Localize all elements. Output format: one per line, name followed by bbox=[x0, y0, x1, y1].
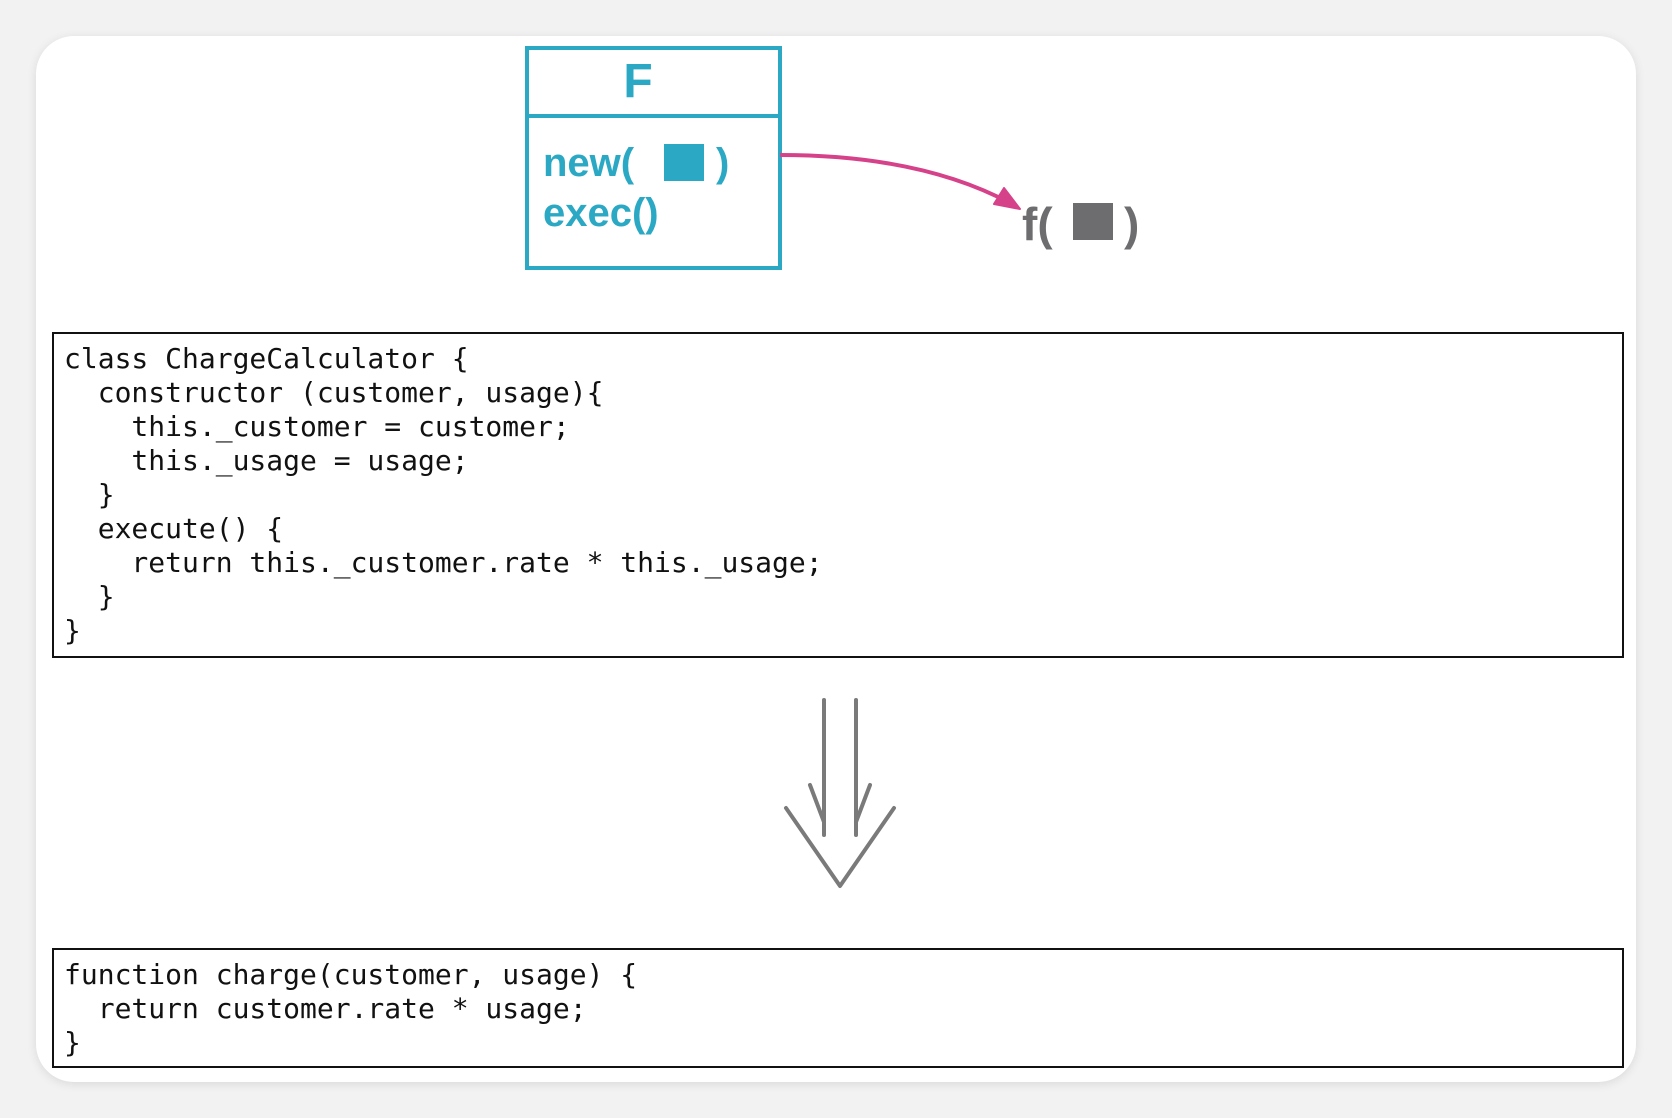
code-after-listing: function charge(customer, usage) { retur… bbox=[54, 950, 1622, 1068]
transform-arrow bbox=[779, 153, 1021, 210]
class-title: F bbox=[623, 55, 652, 108]
code-line: execute() { bbox=[64, 512, 284, 545]
method-new-open: new( bbox=[543, 141, 635, 185]
code-line: return this._customer.rate * this._usage… bbox=[64, 546, 823, 579]
double-down-arrow-icon bbox=[784, 698, 896, 888]
code-line: constructor (customer, usage){ bbox=[64, 376, 604, 409]
parameter-block-icon bbox=[1073, 203, 1113, 240]
parameter-block-icon bbox=[664, 144, 704, 181]
function-open: f( bbox=[1022, 198, 1053, 250]
class-box: F new( ) exec() bbox=[525, 46, 782, 270]
method-new-close: ) bbox=[716, 141, 729, 185]
function-close: ) bbox=[1124, 198, 1139, 250]
code-line: } bbox=[64, 614, 81, 647]
code-line: } bbox=[64, 478, 115, 511]
code-before-listing: class ChargeCalculator { constructor (cu… bbox=[54, 334, 1622, 656]
code-after-box: function charge(customer, usage) { retur… bbox=[52, 948, 1624, 1068]
function-object-diagram: F new( ) exec() f( ) bbox=[525, 46, 1139, 270]
code-line: function charge(customer, usage) { bbox=[64, 958, 638, 991]
code-before-box: class ChargeCalculator { constructor (cu… bbox=[52, 332, 1624, 658]
code-line: class ChargeCalculator { bbox=[64, 342, 469, 375]
method-exec: exec() bbox=[543, 191, 659, 235]
code-line: } bbox=[64, 1026, 81, 1059]
function-node: f( ) bbox=[1022, 198, 1139, 250]
code-line: this._customer = customer; bbox=[64, 410, 570, 443]
code-line: } bbox=[64, 580, 115, 613]
code-line: return customer.rate * usage; bbox=[64, 992, 587, 1025]
code-line: this._usage = usage; bbox=[64, 444, 469, 477]
